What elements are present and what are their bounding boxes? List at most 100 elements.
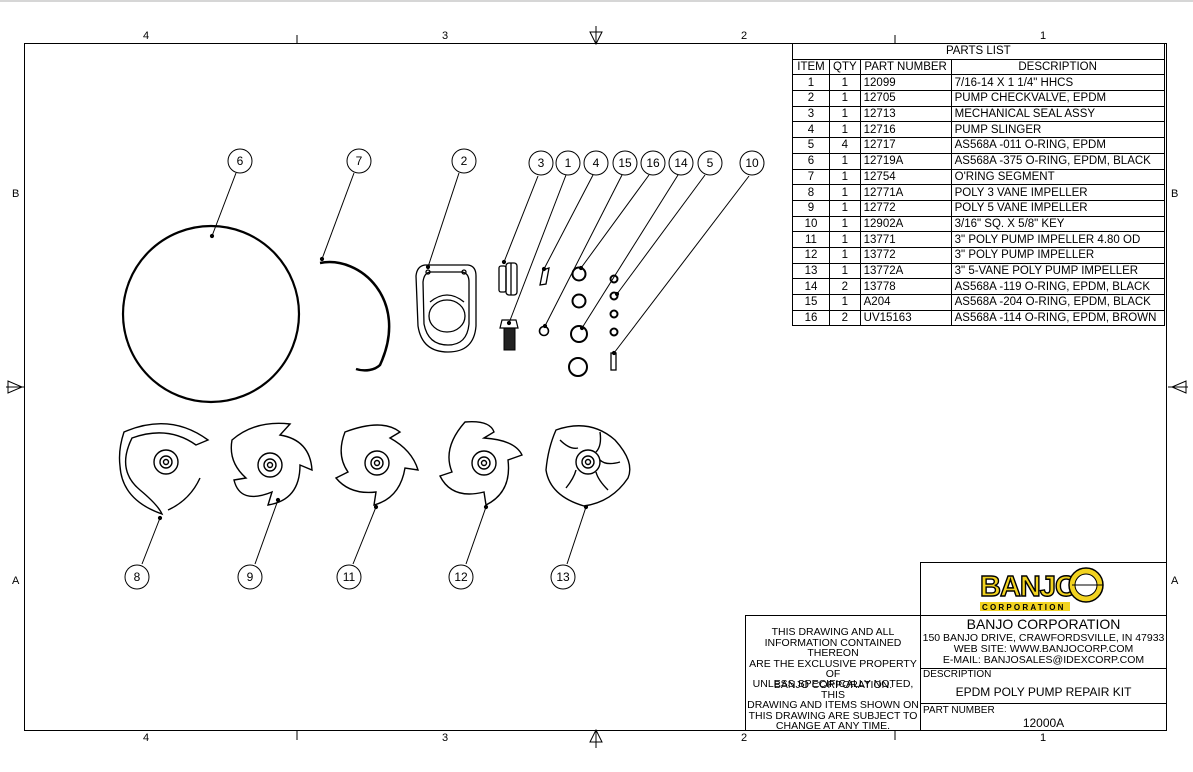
description-cell: 3/16" SQ. X 5/8" KEY (950, 215, 1165, 233)
description-cell: AS568A -119 O-RING, EPDM, BLACK (950, 278, 1165, 295)
impeller-13-icon (545, 425, 631, 507)
zone-col-2-top: 2 (741, 30, 748, 42)
zone-row-a-left: A (12, 575, 20, 587)
header-description: DESCRIPTION (950, 58, 1165, 76)
balloon-9: 9 (247, 570, 254, 584)
part-number-cell: 13772 (859, 246, 952, 264)
parts-list-title: PARTS LIST (792, 43, 1165, 60)
balloon-11: 11 (343, 570, 356, 584)
balloon-16: 16 (646, 156, 660, 170)
zone-col-3-top: 3 (442, 30, 449, 42)
balloon-5: 5 (707, 156, 714, 170)
description-cell: 3" 5-VANE POLY PUMP IMPELLER (950, 262, 1165, 280)
balloon-12: 12 (454, 570, 468, 584)
part-number-box (920, 703, 1167, 731)
part-number-label: PART NUMBER (923, 705, 995, 716)
window-top-edge (0, 0, 1193, 2)
qty-cell: 1 (829, 215, 861, 233)
description-cell: AS568A -375 O-RING, EPDM, BLACK (950, 152, 1165, 170)
item-cell: 16 (792, 309, 830, 327)
zone-col-3-bottom: 3 (442, 732, 449, 744)
banjo-logo: BANJO CORPORATION (979, 567, 1104, 612)
qty-cell: 1 (829, 199, 861, 217)
notice-box (745, 615, 921, 731)
impeller-9-icon (230, 422, 313, 506)
zone-col-1-top: 1 (1040, 30, 1047, 42)
slinger-icon (539, 267, 550, 286)
balloon-3: 3 (538, 156, 545, 170)
part-number-cell: 12099 (859, 74, 952, 92)
impeller-8-icon (118, 422, 210, 516)
zone-col-4-bottom: 4 (143, 732, 150, 744)
description-cell: POLY 3 VANE IMPELLER (950, 184, 1165, 201)
description-value: EPDM POLY PUMP REPAIR KIT (955, 685, 1132, 699)
item-cell: 4 (792, 121, 830, 139)
qty-cell: 1 (829, 231, 861, 248)
balloon-7: 7 (356, 154, 363, 168)
drawing-border (24, 43, 1167, 731)
balloon-1: 1 (565, 156, 572, 170)
qty-cell: 1 (829, 168, 861, 186)
banjo-logo-text: BANJO (980, 571, 1077, 603)
qty-cell: 1 (829, 184, 861, 201)
balloon-8: 8 (134, 570, 141, 584)
part-number-cell: 12713 (859, 105, 952, 123)
part-number-cell: 12716 (859, 121, 952, 139)
item-cell: 8 (792, 184, 830, 201)
part-number-cell: UV15163 (859, 309, 952, 327)
zone-col-1-bottom: 1 (1040, 732, 1047, 744)
balloon-2: 2 (461, 154, 468, 168)
part-number-cell: 12771A (859, 184, 952, 201)
balloon-13: 13 (556, 570, 570, 584)
description-cell: AS568A -011 O-RING, EPDM (950, 137, 1165, 154)
item-cell: 15 (792, 294, 830, 311)
qty-cell: 2 (829, 278, 861, 295)
part-number-cell: A204 (859, 294, 952, 311)
part-number-cell: 12754 (859, 168, 952, 186)
checkvalve-icon (415, 264, 477, 353)
header-item: ITEM (792, 58, 830, 76)
parts-list-table: PARTS LIST ITEM QTY PART NUMBER DESCRIPT… (792, 43, 1165, 327)
qty-cell: 1 (829, 294, 861, 311)
item-cell: 13 (792, 262, 830, 280)
part-number-cell: 12705 (859, 90, 952, 107)
item-cell: 2 (792, 90, 830, 107)
item-cell: 9 (792, 199, 830, 217)
zone-col-2-bottom: 2 (741, 732, 748, 744)
item-cell: 12 (792, 246, 830, 264)
balloon-4: 4 (593, 156, 600, 170)
description-cell: PUMP CHECKVALVE, EPDM (950, 90, 1165, 107)
mechanical-seal-icon (498, 262, 518, 296)
item-cell: 14 (792, 278, 830, 295)
part-number-cell: 12772 (859, 199, 952, 217)
description-cell: 7/16-14 X 1 1/4" HHCS (950, 74, 1165, 92)
description-cell: PUMP SLINGER (950, 121, 1165, 139)
description-cell: AS568A -204 O-RING, EPDM, BLACK (950, 294, 1165, 311)
item-cell: 1 (792, 74, 830, 92)
o-ring-6-icon (121, 224, 301, 404)
part-number-value: 12000A (1022, 716, 1065, 730)
item-cell: 10 (792, 215, 830, 233)
item-cell: 7 (792, 168, 830, 186)
item-cell: 3 (792, 105, 830, 123)
zone-row-b-left: B (12, 188, 20, 200)
item-cell: 6 (792, 152, 830, 170)
balloon-6: 6 (237, 154, 244, 168)
o-ring-segment-icon (319, 260, 391, 372)
qty-cell: 1 (829, 121, 861, 139)
part-number-cell: 13771 (859, 231, 952, 248)
company-website: WEB SITE: WWW.BANJOCORP.COM (953, 643, 1134, 655)
